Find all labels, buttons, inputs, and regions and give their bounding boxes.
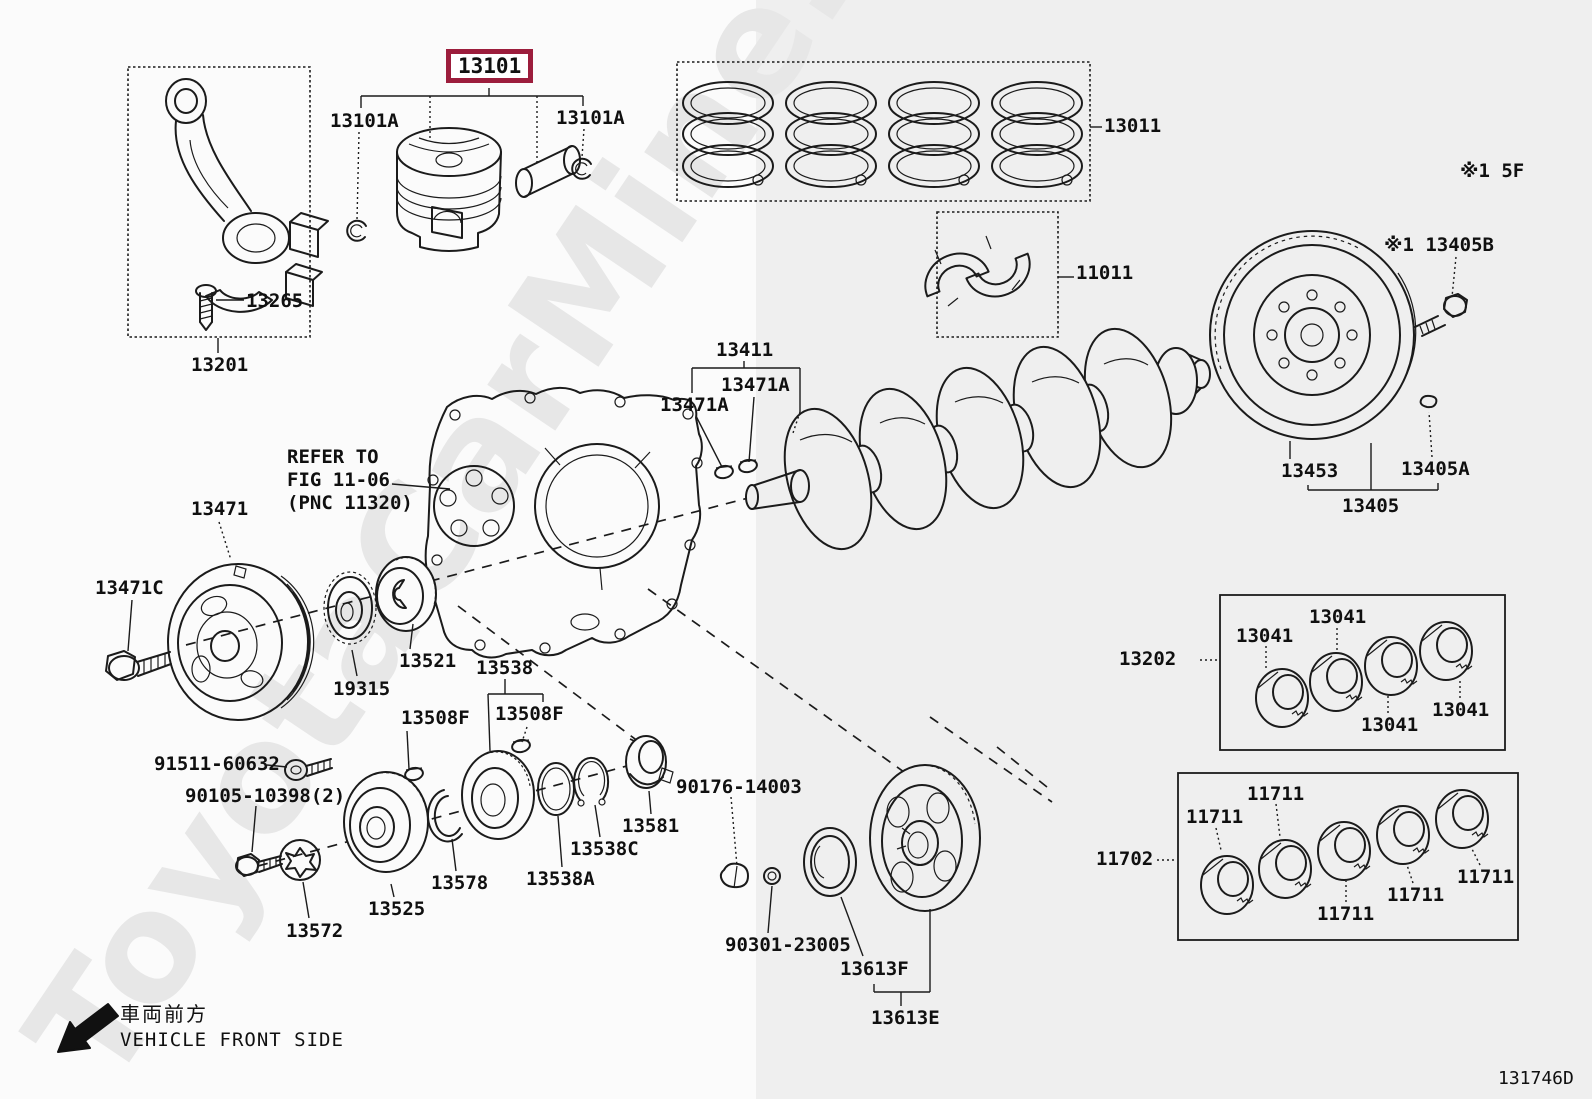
part-label-13525: 13525 bbox=[368, 898, 426, 920]
vehicle-front-note-en: VEHICLE FRONT SIDE bbox=[120, 1029, 344, 1051]
part-label-13538a: 13538A bbox=[526, 868, 595, 890]
reference-note-line2: FIG 11-06 bbox=[287, 469, 390, 491]
pin-clip-left bbox=[346, 219, 367, 242]
part-label-13538: 13538 bbox=[476, 657, 534, 679]
vehicle-front-arrow-icon bbox=[57, 1003, 119, 1053]
vehicle-front-note-jp: 車両前方 bbox=[120, 1002, 208, 1026]
part-label-13508f-left: 13508F bbox=[401, 707, 470, 729]
part-label-11011: 11011 bbox=[1076, 262, 1134, 284]
pump-drive-13581 bbox=[625, 735, 667, 789]
part-label-13405b: ※1 13405B bbox=[1384, 234, 1494, 256]
part-label-13572: 13572 bbox=[286, 920, 344, 942]
part-label-11711-3: 11711 bbox=[1317, 903, 1375, 925]
timing-cover-art bbox=[424, 386, 703, 659]
part-label-91511-60632: 91511-60632 bbox=[154, 753, 280, 775]
washer-13572 bbox=[279, 839, 321, 881]
part-label-11711-4: 11711 bbox=[1387, 884, 1445, 906]
part-label-13041-4: 13041 bbox=[1432, 699, 1490, 721]
part-label-13471a-left: 13471A bbox=[660, 394, 729, 416]
part-label-13411: 13411 bbox=[716, 339, 774, 361]
part-label-13201: 13201 bbox=[191, 354, 249, 376]
highlighted-part-code-13101: 13101 bbox=[446, 49, 534, 83]
part-label-13538c: 13538C bbox=[570, 838, 639, 860]
part-label-13041-1: 13041 bbox=[1236, 625, 1294, 647]
reference-note-line1: REFER TO bbox=[287, 446, 379, 468]
part-label-13578: 13578 bbox=[431, 872, 489, 894]
main-bearing-box bbox=[1177, 772, 1519, 941]
crankshaft-art bbox=[712, 327, 1211, 551]
part-label-13613f: 13613F bbox=[840, 958, 909, 980]
part-label-13101a-right: 13101A bbox=[556, 107, 625, 129]
part-label-13041-2: 13041 bbox=[1309, 606, 1367, 628]
lower-train-art bbox=[235, 735, 674, 881]
pin-clip-right bbox=[571, 157, 592, 180]
flywheel-art bbox=[1209, 230, 1468, 440]
part-label-13508f-right: 13508F bbox=[495, 703, 564, 725]
part-label-13101a-left: 13101A bbox=[330, 110, 399, 132]
connecting-rod-box bbox=[127, 66, 311, 338]
thrust-washer-art bbox=[924, 235, 1031, 307]
part-label-11702: 11702 bbox=[1096, 848, 1154, 870]
part-label-11711-1: 11711 bbox=[1186, 806, 1244, 828]
leader-lines bbox=[127, 88, 1481, 1006]
part-label-90301-23005: 90301-23005 bbox=[725, 934, 851, 956]
part-label-13405: 13405 bbox=[1342, 495, 1400, 517]
rotor-13538 bbox=[461, 750, 535, 840]
part-label-13471c: 13471C bbox=[95, 577, 164, 599]
background-right-panel bbox=[756, 0, 1592, 1099]
background-left-panel bbox=[0, 0, 756, 1099]
part-label-13202: 13202 bbox=[1119, 648, 1177, 670]
part-label-13265: 13265 bbox=[246, 290, 304, 312]
snap-ring-13578 bbox=[427, 789, 463, 843]
pulley-bolt-washer bbox=[108, 655, 140, 681]
figure-code: 131746D bbox=[1498, 1068, 1574, 1089]
crank-pulley-art bbox=[105, 563, 315, 721]
piston-art bbox=[346, 127, 592, 252]
reference-note-line3: (PNC 11320) bbox=[287, 492, 413, 514]
part-label-13453: 13453 bbox=[1281, 460, 1339, 482]
pin-13405a bbox=[1419, 394, 1438, 409]
front-seal-train-art bbox=[719, 764, 981, 912]
thrust-washer-box bbox=[936, 211, 1059, 338]
vehicle-front-note: 車両前方 VEHICLE FRONT SIDE bbox=[120, 998, 344, 1051]
part-label-11711-2: 11711 bbox=[1247, 783, 1305, 805]
part-label-19315: 19315 bbox=[333, 678, 391, 700]
part-label-90105-10398: 90105-10398(2) bbox=[185, 785, 346, 807]
part-label-13471: 13471 bbox=[191, 498, 249, 520]
crank-gear-art bbox=[375, 556, 437, 632]
oil-seal-13613f bbox=[803, 827, 857, 897]
part-label-13613e: 13613E bbox=[871, 1007, 940, 1029]
group-boxes bbox=[127, 61, 1519, 941]
part-label-13581: 13581 bbox=[622, 815, 680, 837]
part-label-11711-5: 11711 bbox=[1457, 866, 1515, 888]
piston-rings-box bbox=[676, 61, 1091, 202]
part-label-note-1-5f: ※1 5F bbox=[1460, 160, 1525, 182]
part-label-13041-3: 13041 bbox=[1361, 714, 1419, 736]
reference-note: REFER TO FIG 11-06 (PNC 11320) bbox=[287, 446, 413, 515]
part-label-13521: 13521 bbox=[399, 650, 457, 672]
washer-90301 bbox=[763, 867, 781, 885]
part-label-13011: 13011 bbox=[1104, 115, 1162, 137]
rod-bearing-box bbox=[1219, 594, 1506, 751]
part-label-13405a: 13405A bbox=[1401, 458, 1470, 480]
part-label-13471a-upper: 13471A bbox=[721, 374, 790, 396]
oil-pump-rotor-art bbox=[323, 571, 377, 645]
part-label-90176-14003: 90176-14003 bbox=[676, 776, 802, 798]
snap-ring-13538c bbox=[573, 756, 610, 801]
connecting-rod-art bbox=[165, 78, 329, 331]
